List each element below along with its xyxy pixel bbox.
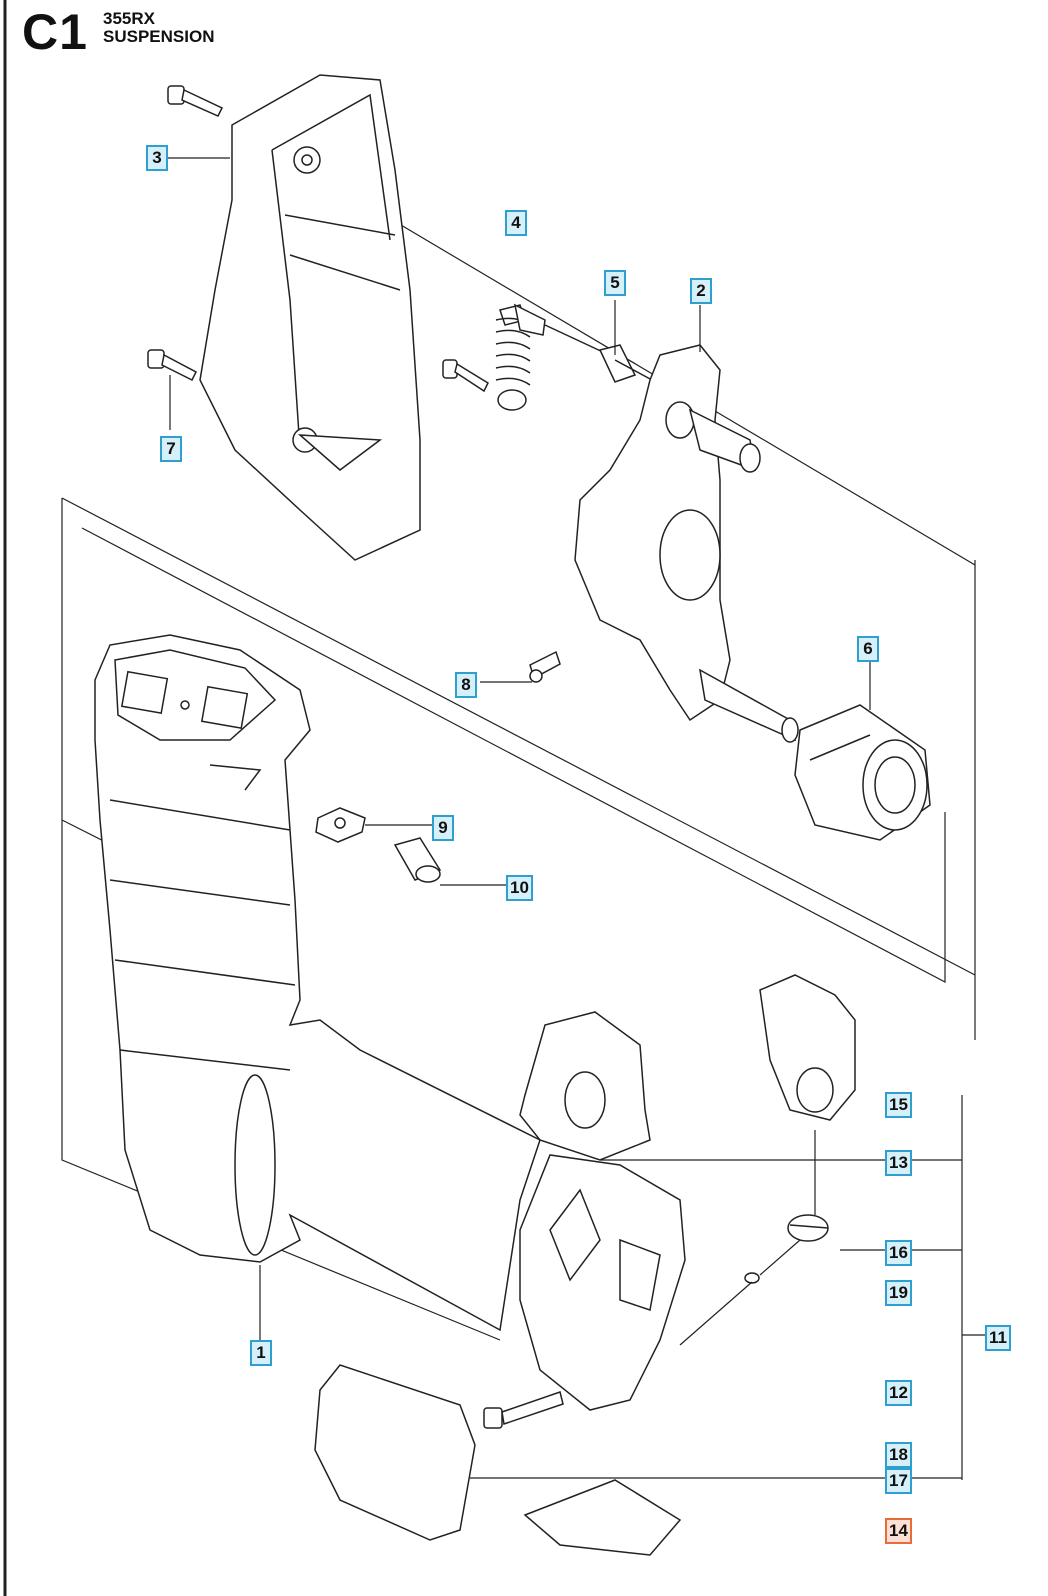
model-label: 355RX <box>103 9 155 28</box>
callout-10[interactable]: 10 <box>506 875 533 901</box>
callout-16[interactable]: 16 <box>885 1240 912 1266</box>
leader-lines <box>168 157 985 1479</box>
lower-bracket-parts <box>314 1154 829 1556</box>
section-code: C1 <box>22 4 88 60</box>
handle-body-part <box>94 634 541 1332</box>
callout-18[interactable]: 18 <box>885 1442 912 1468</box>
callout-3[interactable]: 3 <box>146 145 168 171</box>
callout-4[interactable]: 4 <box>505 210 527 236</box>
spring-part <box>495 303 653 411</box>
callout-5[interactable]: 5 <box>604 270 626 296</box>
damper-part <box>794 704 931 841</box>
callout-11[interactable]: 11 <box>985 1325 1011 1351</box>
callout-7[interactable]: 7 <box>160 436 182 462</box>
clamp-parts <box>519 974 856 1161</box>
callout-2[interactable]: 2 <box>690 278 712 304</box>
grip-shell-part <box>199 74 421 561</box>
callout-9[interactable]: 9 <box>432 815 454 841</box>
bracket-part <box>574 344 799 743</box>
callout-1[interactable]: 1 <box>250 1340 272 1366</box>
group-title: SUSPENSION <box>103 27 215 46</box>
screws <box>147 85 564 1429</box>
callout-13[interactable]: 13 <box>885 1150 912 1176</box>
callout-15[interactable]: 15 <box>885 1092 912 1118</box>
callout-17[interactable]: 17 <box>885 1468 912 1494</box>
callout-8[interactable]: 8 <box>455 672 477 698</box>
callout-12[interactable]: 12 <box>885 1380 912 1406</box>
callout-14[interactable]: 14 <box>885 1518 912 1544</box>
nut-and-sleeve-parts <box>315 807 442 883</box>
callout-19[interactable]: 19 <box>885 1280 912 1306</box>
callout-6[interactable]: 6 <box>857 636 879 662</box>
